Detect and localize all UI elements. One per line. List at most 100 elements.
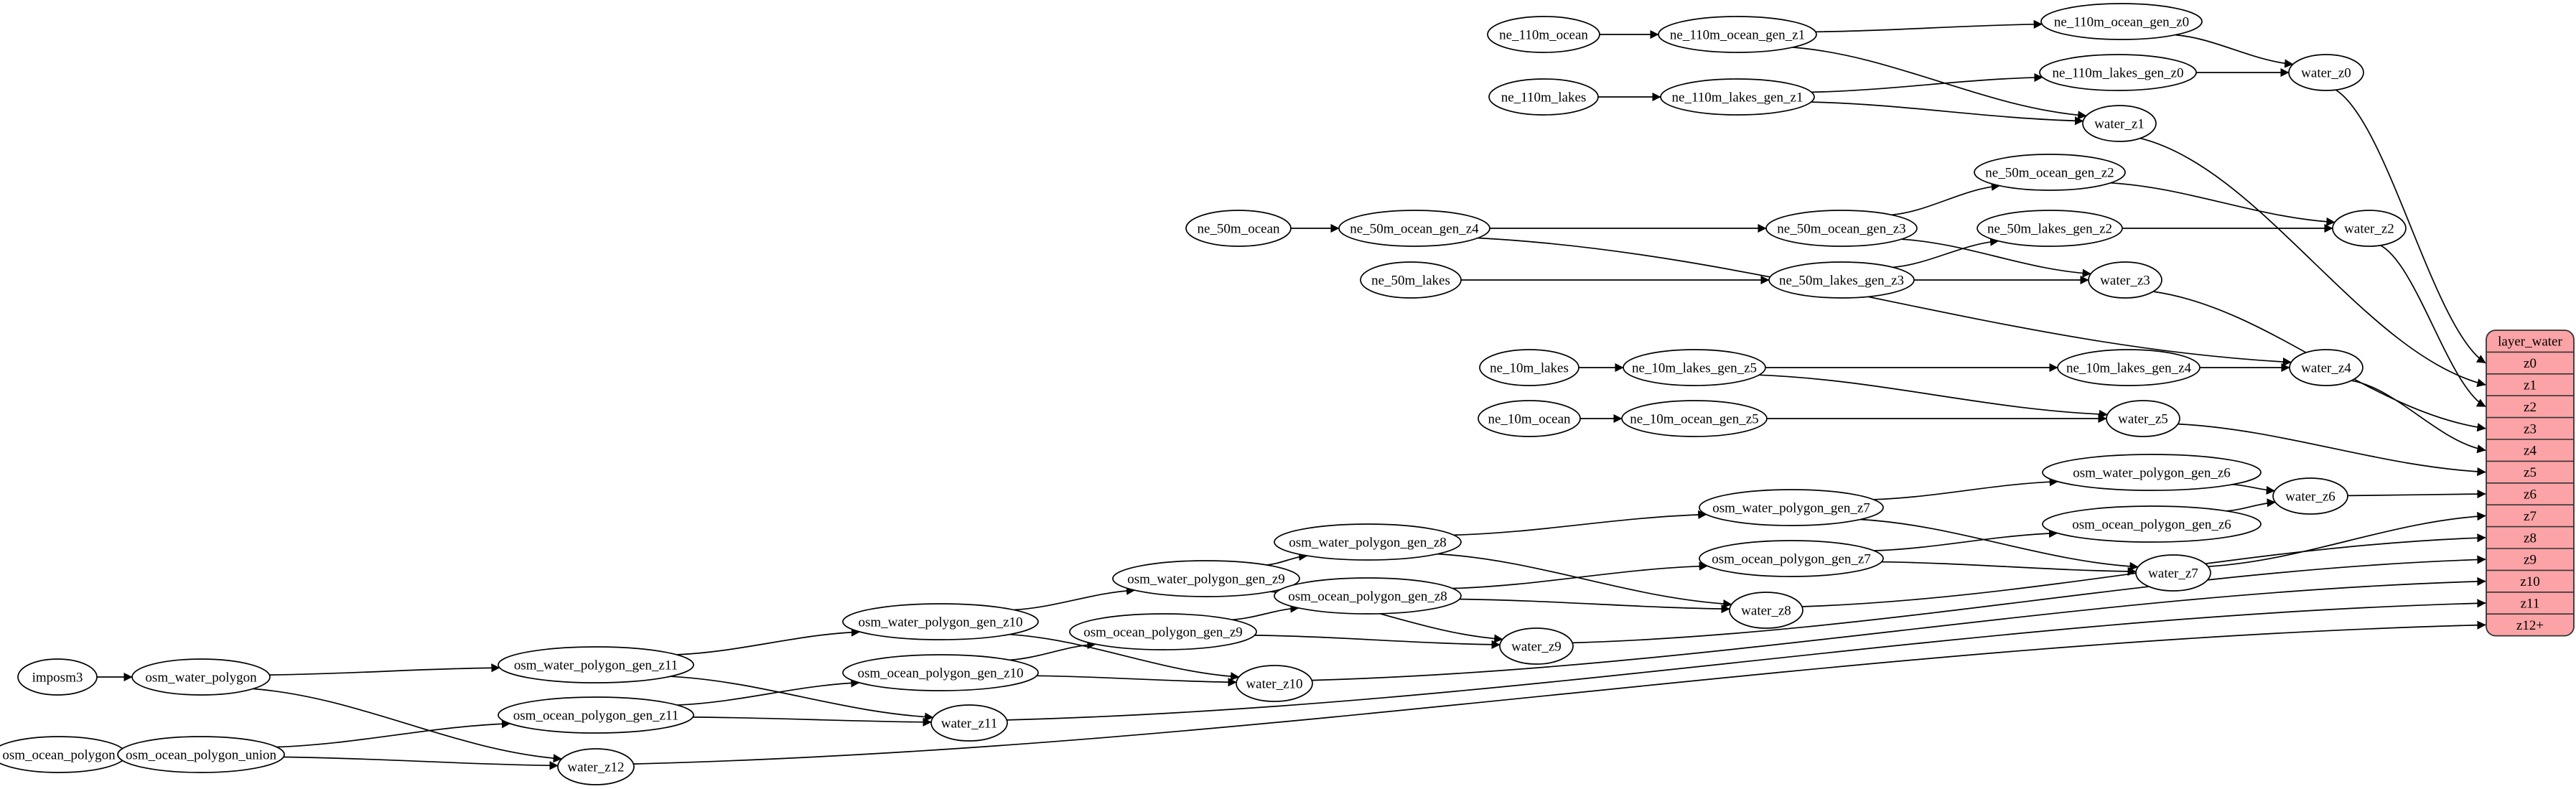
node-label-water_z0: water_z0 bbox=[2301, 65, 2351, 80]
node-water_z2: water_z2 bbox=[2332, 210, 2407, 247]
node-label-water_z2: water_z2 bbox=[2344, 221, 2394, 236]
node-water_z3: water_z3 bbox=[2088, 261, 2162, 299]
edge-water_z4-to-layer_water:z4 bbox=[2351, 380, 2486, 454]
node-osm_ocean_polygon_gen_z9: osm_ocean_polygon_gen_z9 bbox=[1069, 613, 1257, 650]
node-label-osm_ocean_polygon_union: osm_ocean_polygon_union bbox=[126, 747, 277, 762]
edge-water_z11-to-layer_water:z11 bbox=[1007, 599, 2486, 721]
node-ellipse-ne_50m_ocean bbox=[1185, 210, 1292, 247]
table-row-z9: z9 bbox=[2524, 553, 2537, 568]
node-ellipse-ne_50m_lakes_gen_z2 bbox=[1977, 210, 2123, 247]
node-ellipse-ne_10m_lakes bbox=[1479, 349, 1579, 386]
node-water_z10: water_z10 bbox=[1236, 665, 1313, 702]
node-ne_110m_ocean_gen_z1: ne_110m_ocean_gen_z1 bbox=[1658, 16, 1817, 53]
node-label-osm_water_polygon_gen_z9: osm_water_polygon_gen_z9 bbox=[1127, 571, 1285, 587]
node-label-water_z11: water_z11 bbox=[941, 716, 997, 731]
node-label-water_z6: water_z6 bbox=[2285, 489, 2335, 504]
edge-osm_ocean_polygon_gen_z11-to-water_z11 bbox=[693, 716, 932, 727]
node-ne_50m_ocean: ne_50m_ocean bbox=[1185, 210, 1292, 247]
node-ne_110m_lakes_gen_z0: ne_110m_lakes_gen_z0 bbox=[2039, 54, 2197, 91]
node-label-water_z9: water_z9 bbox=[1511, 639, 1562, 654]
node-ellipse-water_z4 bbox=[2289, 349, 2363, 386]
node-label-ne_50m_lakes_gen_z3: ne_50m_lakes_gen_z3 bbox=[1779, 273, 1904, 288]
node-ne_50m_ocean_gen_z2: ne_50m_ocean_gen_z2 bbox=[1974, 154, 2126, 191]
node-osm_ocean_polygon_gen_z11: osm_ocean_polygon_gen_z11 bbox=[498, 696, 694, 734]
node-label-water_z1: water_z1 bbox=[2094, 116, 2145, 131]
node-ellipse-ne_50m_ocean_gen_z2 bbox=[1974, 154, 2126, 191]
node-label-water_z8: water_z8 bbox=[1741, 603, 1791, 618]
node-ellipse-ne_50m_lakes bbox=[1360, 261, 1462, 299]
node-osm_water_polygon_gen_z7: osm_water_polygon_gen_z7 bbox=[1699, 489, 1884, 526]
node-ellipse-water_z11 bbox=[930, 704, 1008, 742]
edge-water_z6-to-layer_water:z6 bbox=[2347, 489, 2486, 499]
node-label-ne_110m_lakes_gen_z1: ne_110m_lakes_gen_z1 bbox=[1672, 90, 1803, 105]
node-ne_10m_lakes: ne_10m_lakes bbox=[1479, 349, 1579, 386]
node-water_z8: water_z8 bbox=[1729, 592, 1803, 629]
edge-ne_50m_ocean_gen_z2-to-water_z2 bbox=[2110, 182, 2335, 227]
node-ne_110m_lakes: ne_110m_lakes bbox=[1488, 78, 1599, 116]
table-row-z12+: z12+ bbox=[2516, 618, 2544, 633]
node-ne_10m_ocean_gen_z5: ne_10m_ocean_gen_z5 bbox=[1621, 400, 1768, 437]
table-row-z0: z0 bbox=[2524, 356, 2537, 371]
node-osm_water_polygon_gen_z8: osm_water_polygon_gen_z8 bbox=[1274, 523, 1462, 561]
edge-osm_water_polygon_gen_z7-to-osm_water_polygon_gen_z6 bbox=[1873, 477, 2058, 500]
edge-osm_ocean_polygon_gen_z11-to-osm_ocean_polygon_gen_z10 bbox=[677, 678, 860, 706]
node-osm_water_polygon: osm_water_polygon bbox=[131, 658, 271, 696]
node-label-osm_water_polygon_gen_z10: osm_water_polygon_gen_z10 bbox=[858, 615, 1022, 630]
node-water_z12: water_z12 bbox=[557, 748, 635, 785]
node-label-water_z5: water_z5 bbox=[2118, 411, 2168, 426]
edge-ne_110m_ocean_gen_z1-to-water_z1 bbox=[1792, 47, 2087, 120]
table-row-z1: z1 bbox=[2524, 378, 2537, 393]
edge-water_z7-to-layer_water:z7 bbox=[2208, 512, 2486, 567]
node-label-osm_ocean_polygon_gen_z10: osm_ocean_polygon_gen_z10 bbox=[857, 666, 1023, 681]
nodes-layer: ne_110m_ocean ne_110m_ocean_gen_z1 ne_110m… bbox=[0, 3, 2575, 785]
edge-osm_water_polygon_gen_z10-to-osm_water_polygon_gen_z9 bbox=[1013, 586, 1136, 611]
node-ne_110m_ocean: ne_110m_ocean bbox=[1487, 16, 1600, 53]
node-label-ne_10m_ocean_gen_z5: ne_10m_ocean_gen_z5 bbox=[1630, 411, 1758, 426]
node-label-osm_ocean_polygon_gen_z7: osm_ocean_polygon_gen_z7 bbox=[1712, 551, 1871, 566]
node-osm_ocean_polygon_gen_z10: osm_ocean_polygon_gen_z10 bbox=[842, 654, 1039, 691]
node-ellipse-osm_water_polygon_gen_z8 bbox=[1274, 523, 1462, 561]
node-osm_water_polygon_gen_z9: osm_water_polygon_gen_z9 bbox=[1112, 560, 1300, 597]
node-ellipse-osm_water_polygon_gen_z7 bbox=[1699, 489, 1884, 526]
edge-osm_water_polygon_gen_z10-to-water_z10 bbox=[1009, 633, 1240, 681]
node-label-ne_10m_lakes_gen_z4: ne_10m_lakes_gen_z4 bbox=[2066, 360, 2192, 375]
node-osm_water_polygon_gen_z10: osm_water_polygon_gen_z10 bbox=[842, 603, 1039, 640]
edge-osm_ocean_polygon_union-to-water_z12 bbox=[283, 756, 559, 770]
node-ne_50m_ocean_gen_z3: ne_50m_ocean_gen_z3 bbox=[1765, 210, 1918, 247]
node-water_z4: water_z4 bbox=[2289, 349, 2363, 386]
table-row-z11: z11 bbox=[2521, 596, 2540, 611]
node-ellipse-water_z9 bbox=[1499, 627, 1574, 665]
edge-osm_water_polygon_gen_z6-to-water_z6 bbox=[2232, 483, 2275, 495]
node-ne_110m_ocean_gen_z0: ne_110m_ocean_gen_z0 bbox=[2040, 3, 2203, 40]
edge-water_z1-to-layer_water:z1 bbox=[2139, 137, 2486, 388]
node-ne_10m_lakes_gen_z4: ne_10m_lakes_gen_z4 bbox=[2057, 349, 2201, 386]
node-ne_10m_lakes_gen_z5: ne_10m_lakes_gen_z5 bbox=[1623, 349, 1766, 386]
table-row-z5: z5 bbox=[2524, 465, 2537, 480]
node-ellipse-ne_10m_ocean bbox=[1478, 400, 1581, 437]
node-label-ne_50m_lakes: ne_50m_lakes bbox=[1371, 273, 1450, 288]
edge-osm_ocean_polygon_gen_z9-to-osm_ocean_polygon_gen_z8 bbox=[1231, 604, 1299, 621]
edge-ne_110m_ocean_gen_z0-to-water_z0 bbox=[2175, 34, 2294, 68]
node-label-osm_ocean_polygon_gen_z11: osm_ocean_polygon_gen_z11 bbox=[513, 708, 678, 723]
table-row-z3: z3 bbox=[2524, 421, 2537, 436]
node-ellipse-water_z0 bbox=[2288, 54, 2364, 91]
node-imposm3: imposm3 bbox=[17, 658, 98, 696]
node-ellipse-ne_10m_ocean_gen_z5 bbox=[1621, 400, 1768, 437]
node-label-ne_110m_lakes_gen_z0: ne_110m_lakes_gen_z0 bbox=[2053, 65, 2184, 80]
edge-ne_110m_lakes_gen_z1-to-water_z1 bbox=[1811, 101, 2084, 126]
node-ne_110m_lakes_gen_z1: ne_110m_lakes_gen_z1 bbox=[1660, 78, 1815, 116]
edge-water_z9-to-layer_water:z9 bbox=[1572, 555, 2486, 644]
node-ellipse-osm_ocean_polygon_gen_z8 bbox=[1274, 577, 1462, 615]
node-ellipse-water_z6 bbox=[2272, 477, 2348, 515]
node-ellipse-ne_50m_ocean_gen_z3 bbox=[1765, 210, 1918, 247]
node-label-osm_ocean_polygon: osm_ocean_polygon bbox=[2, 747, 116, 762]
node-ellipse-osm_ocean_polygon_gen_z6 bbox=[2042, 505, 2262, 543]
node-label-osm_water_polygon_gen_z6: osm_water_polygon_gen_z6 bbox=[2073, 465, 2231, 480]
node-ellipse-osm_water_polygon_gen_z10 bbox=[842, 603, 1039, 640]
node-water_z7: water_z7 bbox=[2135, 554, 2211, 592]
edge-osm_ocean_polygon_gen_z10-to-osm_ocean_polygon_gen_z9 bbox=[1009, 640, 1096, 661]
edge-osm_water_polygon_gen_z9-to-osm_water_polygon_gen_z8 bbox=[1266, 551, 1308, 566]
edge-osm_ocean_polygon_gen_z10-to-water_z10 bbox=[1036, 675, 1237, 687]
edge-ne_110m_lakes_gen_z1-to-ne_110m_lakes_gen_z0 bbox=[1811, 73, 2043, 93]
